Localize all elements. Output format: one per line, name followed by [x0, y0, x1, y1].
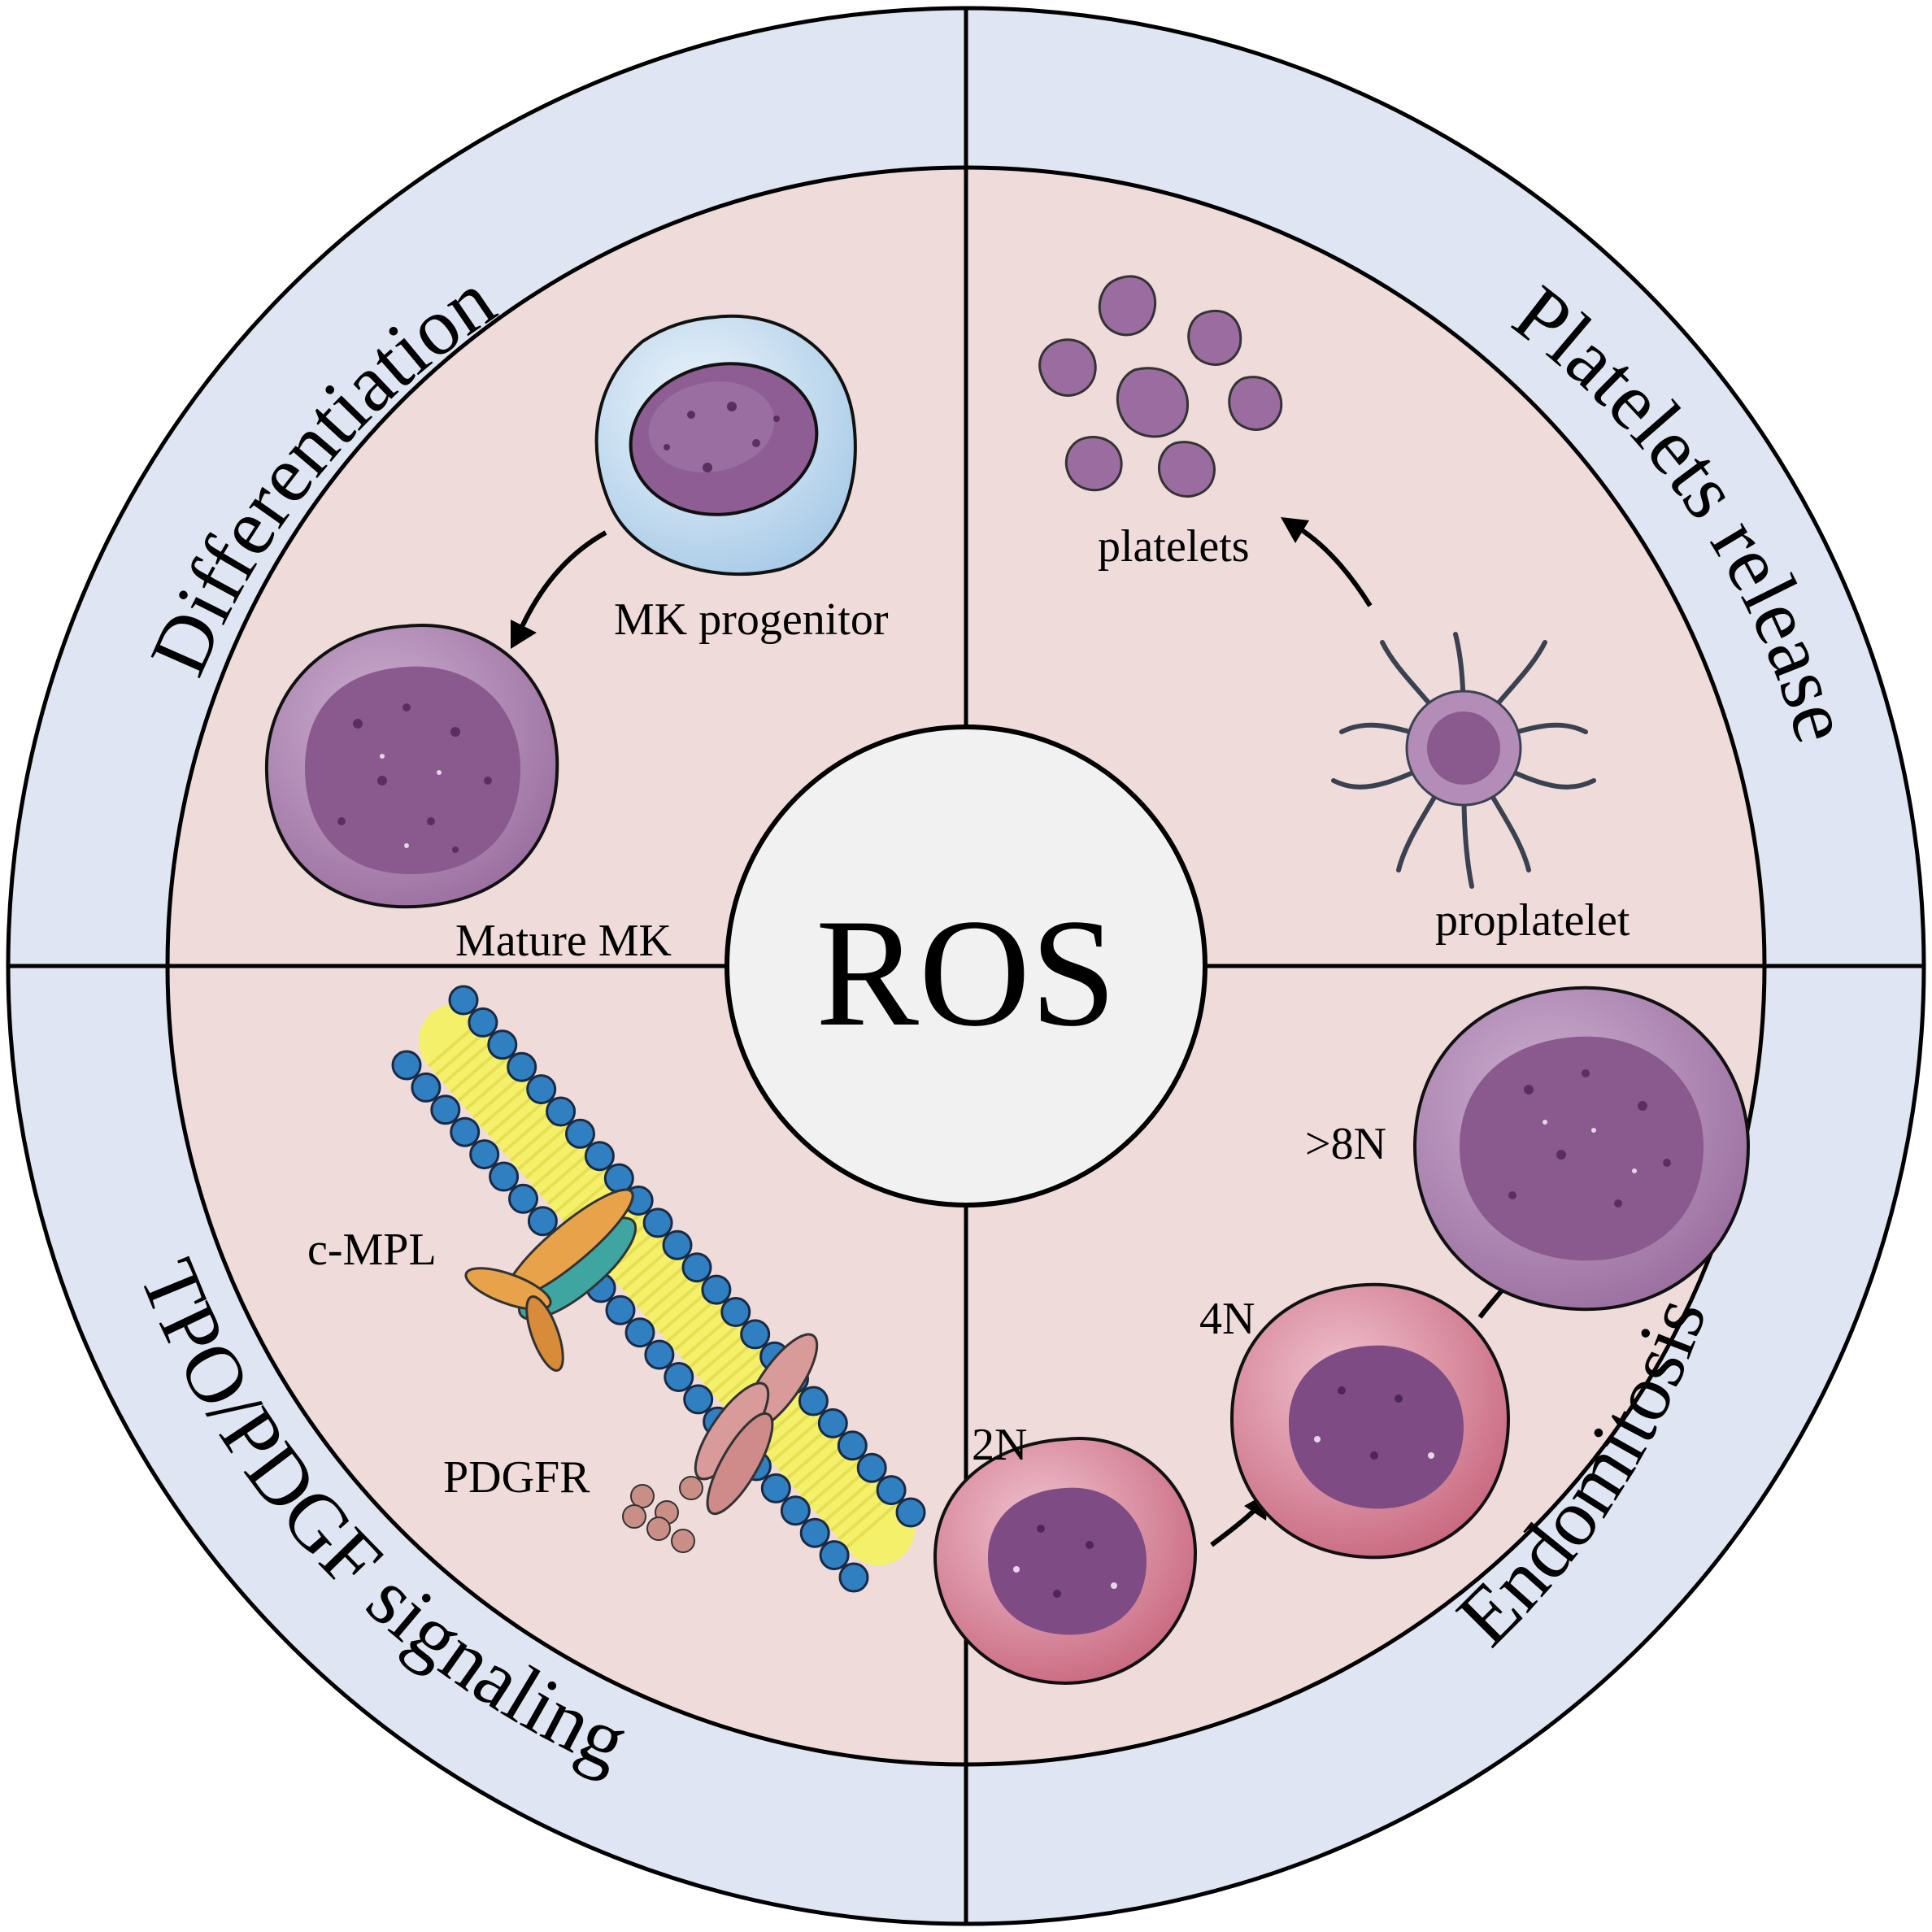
membrane-bead [584, 1141, 615, 1172]
membrane-bead [430, 1094, 461, 1125]
membrane-bead [469, 1139, 500, 1170]
cell-4n [1229, 1282, 1511, 1560]
membrane-bead [507, 1051, 537, 1082]
membrane-bead [662, 1229, 693, 1260]
membrane-bead [487, 1029, 518, 1060]
membrane-bead [644, 1339, 675, 1370]
membrane-bead [780, 1495, 811, 1526]
membrane-bead [546, 1096, 577, 1127]
mk-progenitor-cell [594, 314, 857, 576]
label-mk-progenitor: MK progenitor [614, 594, 889, 645]
c-mpl-receptor [464, 1188, 637, 1372]
membrane-bead [603, 1163, 634, 1194]
center-label: ROS [816, 888, 1116, 1059]
membrane-bead [720, 1297, 751, 1327]
label-8n: >8N [1305, 1119, 1386, 1169]
membrane-bead [565, 1118, 595, 1149]
membrane-bead [642, 1208, 673, 1238]
membrane-bead [681, 1252, 712, 1283]
arrow-head-differentiation [511, 620, 537, 649]
cell-8n [1412, 986, 1751, 1312]
cell-membrane [419, 1004, 915, 1565]
membrane-bead [448, 985, 479, 1016]
membrane-bead [468, 1007, 498, 1038]
membrane-bead [798, 1386, 829, 1416]
label-mature-mk: Mature MK [455, 916, 672, 966]
membrane-bead [450, 1116, 481, 1147]
membrane-bead [837, 1430, 868, 1461]
cell-2n [933, 1437, 1198, 1686]
label-pdgfr: PDGFR [443, 1452, 590, 1503]
pdgfr-receptor [622, 1333, 819, 1553]
membrane-beads-top [448, 985, 926, 1528]
label-2n: 2N [972, 1420, 1027, 1470]
membrane-bead [799, 1517, 830, 1548]
membrane-bead [740, 1319, 771, 1350]
arrow-progenitor-to-mature [518, 530, 607, 632]
membrane-bead [817, 1408, 848, 1438]
membrane-bead [411, 1072, 442, 1103]
membrane-bead [876, 1475, 907, 1506]
membrane-bead [664, 1362, 694, 1392]
membrane-bead [683, 1384, 714, 1415]
membrane-bead [489, 1161, 520, 1192]
membrane-bead [701, 1274, 732, 1305]
membrane-bead [508, 1183, 538, 1214]
label-c-mpl: c-MPL [307, 1225, 437, 1275]
platelets-cluster [1038, 275, 1283, 498]
membrane-bead [391, 1050, 422, 1081]
label-4n: 4N [1199, 1294, 1255, 1344]
label-proplatelet: proplatelet [1435, 895, 1630, 946]
membrane-bead [624, 1317, 655, 1348]
arrow-2n-to-4n [1210, 1506, 1259, 1547]
membrane-bead [605, 1295, 636, 1325]
membrane-bead [819, 1540, 850, 1571]
proplatelet-nucleus [1427, 711, 1500, 785]
membrane-bead [760, 1473, 791, 1503]
membrane-bead [526, 1074, 557, 1105]
center-circle [724, 724, 1208, 1208]
membrane-bead [856, 1452, 887, 1483]
membrane-bead [838, 1562, 869, 1593]
mature-mk-cell [264, 624, 559, 909]
membrane-bead [527, 1206, 558, 1237]
arrow-head-platelets [1281, 517, 1309, 543]
arrow-proplatelet-to-platelets [1295, 524, 1373, 607]
membrane-bead [895, 1497, 926, 1528]
label-platelets: platelets [1098, 521, 1250, 572]
